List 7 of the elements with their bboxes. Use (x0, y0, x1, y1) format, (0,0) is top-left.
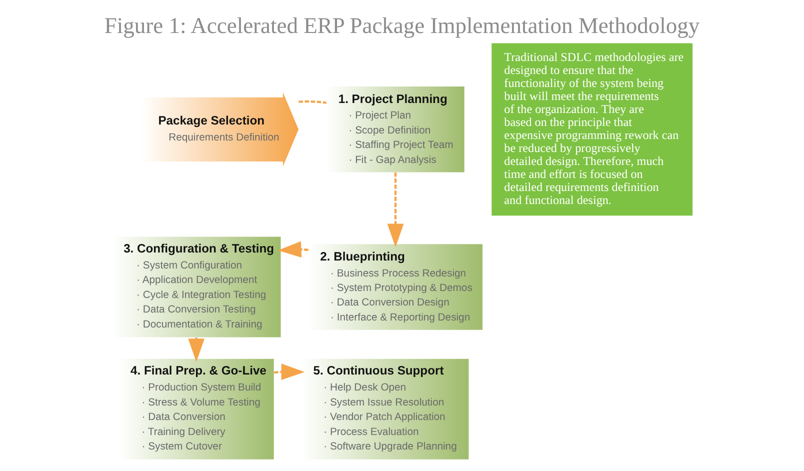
node-box: Traditional SDLC methodologies are designed to ensure that the functionality of the system being built will meet the requirements of the organization. They are based on the principle that expensive programming rework can be reduced by progressively detailed design. Therefore, much time and effort is focused on detailed requirements definition and functional design. (492, 43, 693, 216)
connector (298, 100, 326, 104)
arrow (274, 364, 305, 380)
arrow (278, 241, 308, 258)
arrow (387, 172, 404, 248)
diagram-title: Figure 1: Accelerated ERP Package Implementation Methodology (104, 13, 700, 38)
arrow (188, 338, 205, 362)
